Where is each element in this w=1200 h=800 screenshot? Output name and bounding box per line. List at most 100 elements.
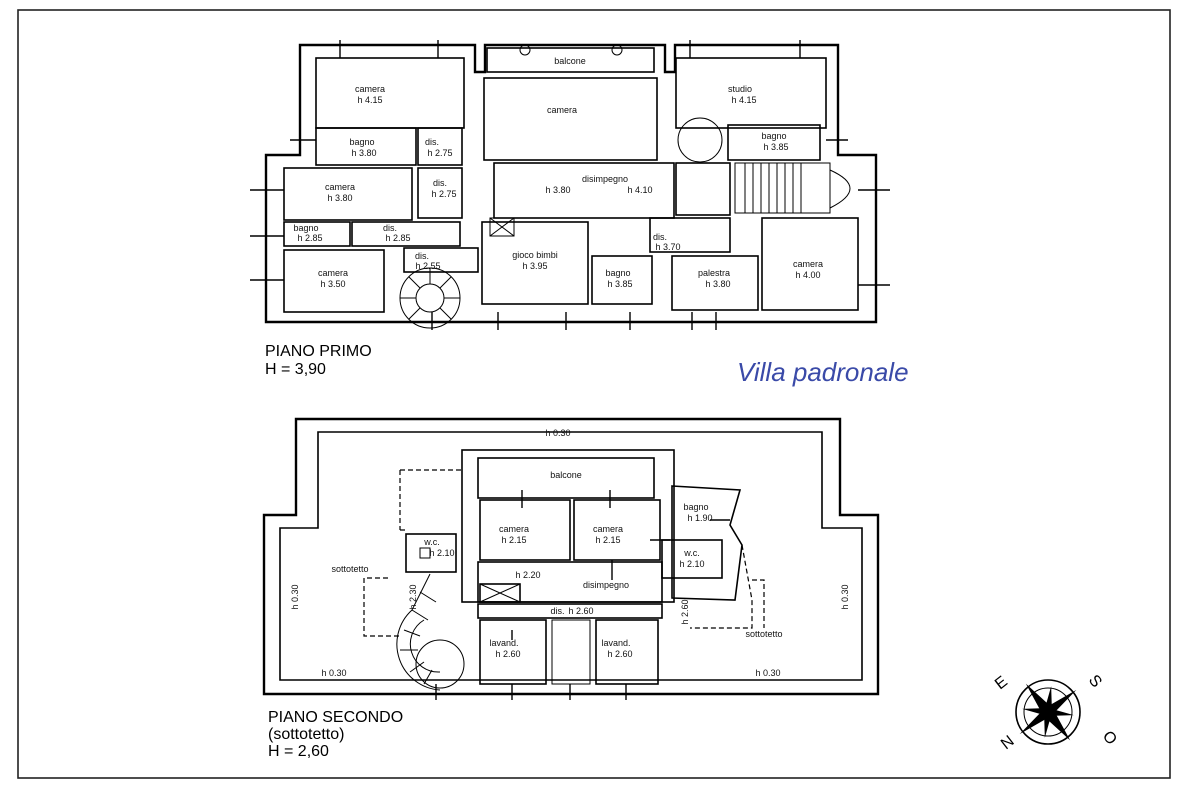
room-name: lavand.	[489, 638, 518, 648]
page-frame	[17, 9, 1171, 779]
elevator-icon	[489, 217, 515, 237]
room-height: h 2.10	[429, 548, 454, 558]
room-height: h 3.80	[327, 193, 352, 203]
room-height: h 3.95	[522, 261, 547, 271]
room-height: h 3.70	[655, 242, 680, 252]
room-name: palestra	[698, 268, 730, 278]
room-name: disimpegno	[583, 580, 629, 590]
room-height: h 2.30	[408, 584, 418, 609]
sottotetto-outline-right	[690, 544, 765, 629]
room-name: lavand.	[601, 638, 630, 648]
room-height: h 0.30	[840, 584, 850, 609]
svg-text:lavand.h 2.60: lavand.h 2.60	[601, 638, 632, 659]
room-name: camera	[793, 259, 823, 269]
room-height: h 2.55	[415, 261, 440, 271]
room-height: h 2.20	[515, 570, 540, 580]
room-lavand	[479, 619, 547, 685]
room-height: h 4.10	[627, 185, 652, 195]
floor-height-primo: H = 3,90	[265, 361, 326, 378]
room-height: h 0.30	[755, 668, 780, 678]
room-height: h 0.30	[321, 668, 346, 678]
room-name: dis.	[433, 178, 447, 188]
piano-secondo-plan	[262, 417, 880, 700]
room-height: h 4.15	[357, 95, 382, 105]
room-bagno	[591, 255, 653, 305]
room-height: h 2.60	[680, 599, 690, 624]
room-height: h 2.85	[297, 233, 322, 243]
room-height: h 2.60	[607, 649, 632, 659]
inner-walls-secondo	[279, 431, 863, 681]
room-corridor	[551, 619, 591, 685]
room-height: h 3.80	[545, 185, 570, 195]
room-name: dis.	[653, 232, 667, 242]
room-camera	[283, 249, 385, 313]
room-name: camera	[318, 268, 348, 278]
room-name: w.c.	[683, 548, 700, 558]
room-wc	[405, 533, 457, 573]
room-lavand	[595, 619, 659, 685]
room-storage	[479, 583, 521, 603]
outer-walls-primo	[264, 43, 878, 324]
room-height: h 0.30	[545, 428, 570, 438]
room-name: dis.	[425, 137, 439, 147]
floor-title-secondo: PIANO SECONDO	[268, 709, 403, 726]
room-name: w.c.	[423, 537, 440, 547]
svg-text:dis.h 2.85: dis.h 2.85	[383, 223, 411, 243]
room-camera	[479, 499, 571, 561]
room-name: gioco bimbi	[512, 250, 558, 260]
compass-label-o: O	[1099, 728, 1120, 748]
room-name: bagno	[293, 223, 318, 233]
room-height: h 2.10	[679, 559, 704, 569]
room-name: balcone	[550, 470, 582, 480]
rotunda-primo	[677, 117, 723, 163]
room-disimpegno	[493, 162, 675, 219]
compass-rose-icon: E S O N	[992, 672, 1120, 753]
room-name: bagno	[605, 268, 630, 278]
room-balcone	[477, 457, 655, 499]
svg-text:w.c.h 2.10: w.c.h 2.10	[423, 537, 454, 558]
room-dis	[477, 603, 663, 619]
room-name: bagno	[349, 137, 374, 147]
spiral-staircase-secondo	[396, 573, 465, 691]
svg-text:lavand.h 2.60: lavand.h 2.60	[489, 638, 520, 659]
svg-text:dis.h 2.75: dis.h 2.75	[431, 178, 456, 199]
window-marks-primo	[250, 40, 890, 330]
room-name: sottotetto	[331, 564, 368, 574]
room-bagno	[727, 124, 821, 161]
room-name: camera	[325, 182, 355, 192]
room-bagno	[283, 221, 351, 247]
room-name: studio	[728, 84, 752, 94]
floor-title-primo: PIANO PRIMO	[265, 343, 372, 360]
room-camera	[315, 57, 465, 129]
room-height: h 2.75	[431, 189, 456, 199]
room-bagno	[315, 127, 417, 166]
room-dis	[403, 247, 479, 273]
outer-walls-secondo	[262, 417, 880, 696]
room-name: sottotetto	[745, 629, 782, 639]
room-dis	[351, 221, 461, 247]
room-height: h 1.90	[687, 513, 712, 523]
room-camera	[483, 77, 658, 161]
svg-text:dis.h 3.70: dis.h 3.70	[653, 232, 681, 252]
room-name: camera	[355, 84, 385, 94]
room-gioco-bimbi	[481, 221, 589, 305]
compass-label-e: E	[992, 673, 1011, 693]
svg-text:w.c.h 2.10: w.c.h 2.10	[679, 548, 704, 569]
room-stair-block	[675, 162, 731, 216]
room-height: h 2.85	[385, 233, 410, 243]
room-height: h 2.60	[495, 649, 520, 659]
room-height: h 0.30	[290, 584, 300, 609]
room-balcone	[486, 47, 655, 73]
